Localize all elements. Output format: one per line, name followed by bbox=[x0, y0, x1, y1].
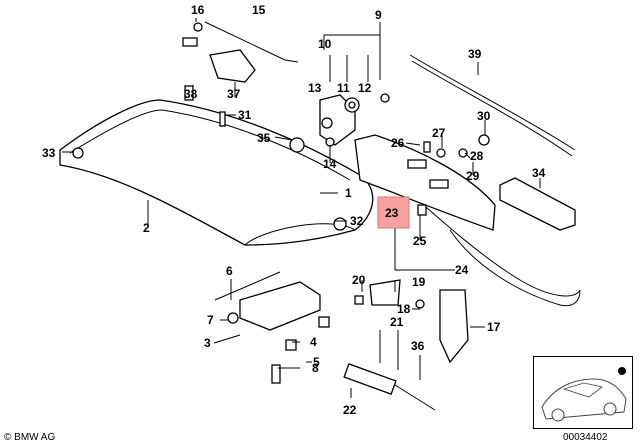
callout-20[interactable]: 20 bbox=[352, 273, 366, 287]
lock-assembly[interactable] bbox=[319, 93, 390, 146]
bracket[interactable] bbox=[499, 177, 576, 231]
callout-22[interactable]: 22 bbox=[343, 403, 357, 417]
callout-23[interactable]: 23 bbox=[385, 206, 399, 220]
callout-31[interactable]: 31 bbox=[238, 108, 252, 122]
callout-28[interactable]: 28 bbox=[470, 149, 484, 163]
copyright-text: © BMW AG bbox=[4, 432, 56, 443]
callout-13[interactable]: 13 bbox=[308, 81, 322, 95]
callout-15[interactable]: 15 bbox=[252, 3, 266, 17]
callout-12[interactable]: 12 bbox=[358, 81, 372, 95]
vehicle-inset-thumbnail[interactable] bbox=[533, 356, 633, 429]
callout-19[interactable]: 19 bbox=[412, 275, 426, 289]
callout-38[interactable]: 38 bbox=[184, 87, 198, 101]
callout-21[interactable]: 21 bbox=[390, 315, 404, 329]
callout-1[interactable]: 1 bbox=[345, 186, 352, 200]
hinge-right[interactable] bbox=[369, 279, 469, 364]
callout-3[interactable]: 3 bbox=[204, 336, 211, 350]
license-plate-light-panel[interactable] bbox=[354, 134, 496, 231]
callout-5[interactable]: 5 bbox=[313, 355, 320, 369]
car-outline-icon bbox=[541, 367, 627, 422]
hinge-left[interactable] bbox=[214, 271, 321, 331]
callout-26[interactable]: 26 bbox=[391, 136, 405, 150]
callout-18[interactable]: 18 bbox=[397, 302, 411, 316]
callout-25[interactable]: 25 bbox=[413, 234, 427, 248]
trim-strip[interactable] bbox=[409, 54, 576, 157]
callout-35[interactable]: 35 bbox=[257, 131, 271, 145]
callout-29[interactable]: 29 bbox=[466, 169, 480, 183]
callout-10[interactable]: 10 bbox=[318, 37, 332, 51]
lock-actuator[interactable] bbox=[182, 21, 299, 83]
callout-7[interactable]: 7 bbox=[207, 313, 214, 327]
callout-6[interactable]: 6 bbox=[226, 264, 233, 278]
callout-4[interactable]: 4 bbox=[310, 335, 317, 349]
callout-2[interactable]: 2 bbox=[143, 221, 150, 235]
callout-14[interactable]: 14 bbox=[323, 157, 337, 171]
callouts: 16 15 9 10 39 13 11 12 38 37 31 35 14 30… bbox=[42, 3, 546, 417]
callout-32[interactable]: 32 bbox=[350, 214, 364, 228]
callout-34[interactable]: 34 bbox=[532, 166, 546, 180]
leader-lines bbox=[62, 18, 541, 398]
callout-27[interactable]: 27 bbox=[432, 126, 446, 140]
callout-30[interactable]: 30 bbox=[477, 109, 491, 123]
callout-33[interactable]: 33 bbox=[42, 146, 56, 160]
highlight-box bbox=[377, 196, 410, 229]
callout-11[interactable]: 11 bbox=[337, 81, 350, 95]
callout-9[interactable]: 9 bbox=[375, 8, 382, 22]
callout-24[interactable]: 24 bbox=[455, 263, 469, 277]
gas-strut[interactable] bbox=[343, 363, 436, 411]
callout-39[interactable]: 39 bbox=[468, 47, 482, 61]
callout-16[interactable]: 16 bbox=[191, 3, 205, 17]
callout-8[interactable]: 8 bbox=[312, 361, 319, 375]
callout-36[interactable]: 36 bbox=[411, 339, 425, 353]
fasteners bbox=[72, 22, 490, 384]
callout-17[interactable]: 17 bbox=[487, 320, 501, 334]
callout-37[interactable]: 37 bbox=[227, 87, 241, 101]
document-number: 00034402 bbox=[563, 432, 608, 443]
trunk-lid[interactable] bbox=[59, 99, 374, 246]
